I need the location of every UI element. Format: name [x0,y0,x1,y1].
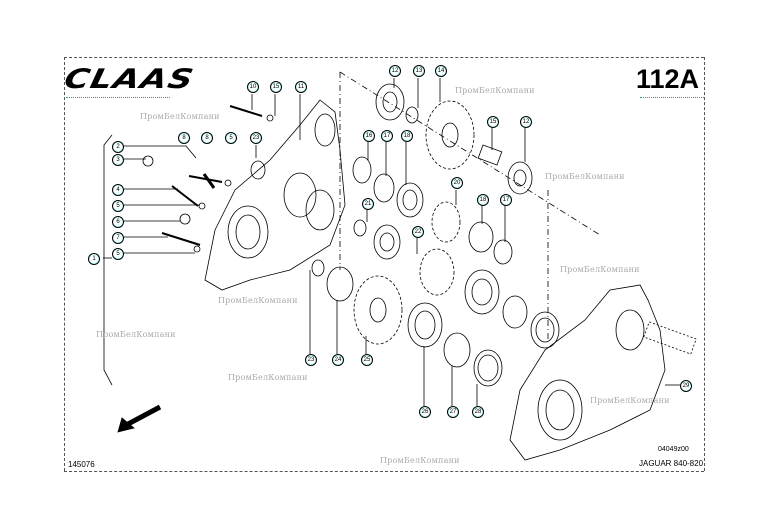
watermark-text: ПромБелКомпани [590,396,670,405]
callout-10[interactable]: 10 [247,81,259,93]
frame-border-top [64,57,704,58]
callout-11[interactable]: 11 [295,81,307,93]
group-bracket [103,134,113,386]
callout-15[interactable]: 15 [270,81,282,93]
watermark-text: ПромБелКомпани [380,456,460,465]
callout-15[interactable]: 15 [487,116,499,128]
callout-4[interactable]: 4 [112,184,124,196]
frame-border-bottom [64,471,704,472]
housing-part [204,99,346,291]
callout-24[interactable]: 24 [332,354,344,366]
callout-8[interactable]: 8 [178,132,190,144]
watermark-text: ПромБелКомпани [228,373,308,382]
callout-3[interactable]: 3 [112,154,124,166]
callout-12[interactable]: 12 [389,65,401,77]
callout-28[interactable]: 28 [472,406,484,418]
callout-5[interactable]: 5 [112,248,124,260]
callout-7[interactable]: 7 [112,232,124,244]
callout-12[interactable]: 12 [520,116,532,128]
callout-21[interactable]: 21 [362,198,374,210]
callout-1[interactable]: 1 [88,253,100,265]
callout-2[interactable]: 2 [112,141,124,153]
page-number-underline [640,97,704,98]
watermark-text: ПромБелКомпани [560,265,640,274]
callout-14[interactable]: 14 [435,65,447,77]
callout-5[interactable]: 5 [225,132,237,144]
watermark-text: ПромБелКомпани [545,172,625,181]
watermark-text: ПромБелКомпани [218,296,298,305]
callout-27[interactable]: 27 [447,406,459,418]
callout-8[interactable]: 8 [201,132,213,144]
callout-29[interactable]: 29 [680,380,692,392]
callout-22[interactable]: 22 [412,226,424,238]
callout-18[interactable]: 18 [401,130,413,142]
callout-23[interactable]: 23 [305,354,317,366]
callout-17[interactable]: 17 [500,194,512,206]
page-number: 112A [636,64,700,94]
callout-13[interactable]: 13 [413,65,425,77]
watermark-text: ПромБелКомпани [140,112,220,121]
watermark-text: ПромБелКомпани [96,330,176,339]
callout-6[interactable]: 6 [112,216,124,228]
frame-border-right [704,57,705,471]
callout-17[interactable]: 17 [381,130,393,142]
reference-code: 04049z00 [658,446,689,453]
machine-model: JAGUAR 840-820 [639,459,704,468]
callout-16[interactable]: 16 [363,130,375,142]
watermark-text: ПромБелКомпани [455,86,535,95]
callout-23[interactable]: 23 [250,132,262,144]
casting-29 [509,284,666,461]
callout-20[interactable]: 20 [451,177,463,189]
callout-25[interactable]: 25 [361,354,373,366]
callout-5[interactable]: 5 [112,200,124,212]
callout-26[interactable]: 26 [419,406,431,418]
frame-border-left [64,57,65,471]
document-number: 145076 [68,460,95,469]
logo-underline [66,97,170,98]
gear-14 [425,100,475,170]
callout-18[interactable]: 18 [477,194,489,206]
arrow-down-left-icon [126,404,162,427]
